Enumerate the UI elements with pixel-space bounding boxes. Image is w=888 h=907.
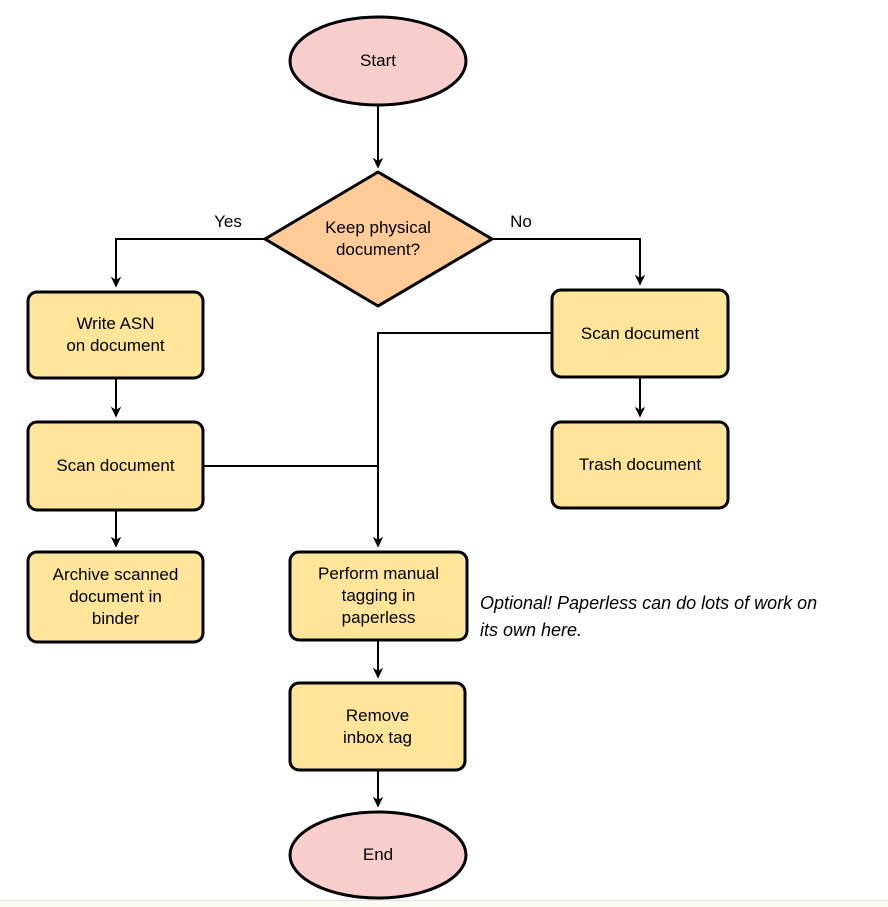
archive-node <box>26 550 205 644</box>
scan-left-node <box>26 420 205 512</box>
remove-inbox-node <box>288 681 467 772</box>
tagging-node <box>288 550 469 642</box>
edge-decision-no <box>492 238 646 286</box>
page-bottom-edge <box>0 900 888 907</box>
optional-note: Optional! Paperless can do lots of work … <box>480 593 818 640</box>
end-node <box>288 810 468 900</box>
start-node <box>288 15 468 107</box>
edge-decision-yes <box>110 238 265 288</box>
scan-right-node <box>550 288 730 379</box>
edge-scanright-to-tagging <box>372 332 552 548</box>
write-asn-node <box>26 290 205 380</box>
decision-node <box>263 170 494 308</box>
trash-node <box>550 420 730 510</box>
